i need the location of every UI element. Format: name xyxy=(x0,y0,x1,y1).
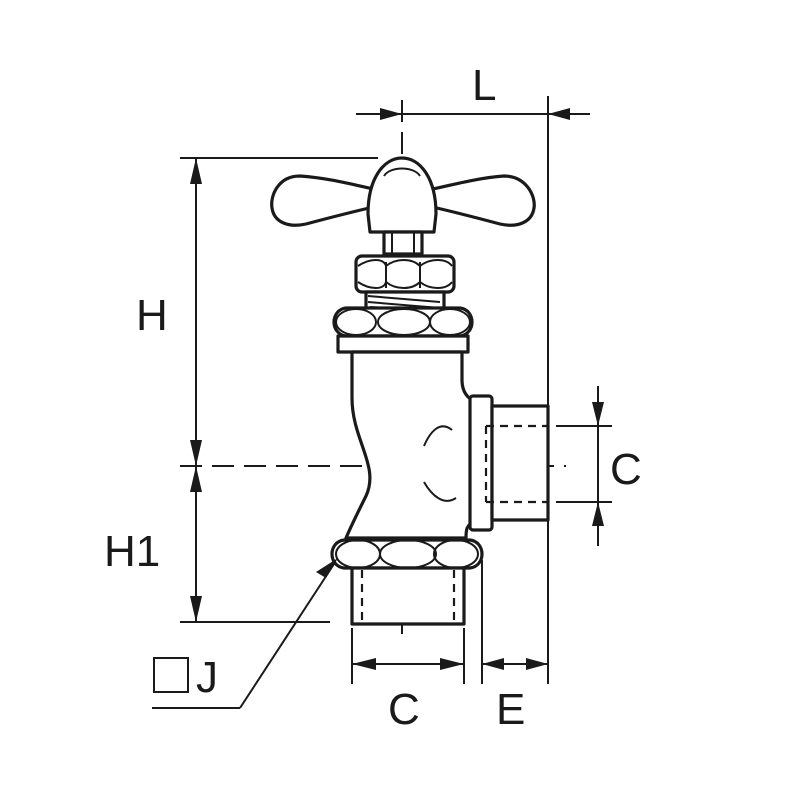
label-E: E xyxy=(496,685,525,734)
dimension-H: H xyxy=(136,157,378,466)
valve-stem xyxy=(382,230,424,256)
bonnet-nut xyxy=(332,306,474,338)
side-outlet xyxy=(468,394,550,532)
leader-J: J xyxy=(152,558,338,709)
collar-plate xyxy=(336,334,470,354)
square-symbol xyxy=(153,657,189,693)
label-J: J xyxy=(196,653,218,702)
bottom-hex-nut xyxy=(330,538,484,570)
dimension-E: E xyxy=(481,560,548,734)
dimension-L: L xyxy=(356,61,590,684)
label-C-bottom: C xyxy=(388,685,420,734)
label-L: L xyxy=(472,61,496,110)
valve-body xyxy=(344,350,478,540)
valve-handle xyxy=(270,156,536,234)
label-H1: H1 xyxy=(104,527,160,576)
dimension-C-bottom: C xyxy=(351,628,465,734)
bottom-connection xyxy=(350,566,466,626)
gland-nut xyxy=(354,254,456,294)
dimension-C-side: C xyxy=(556,386,642,546)
label-C-side: C xyxy=(610,445,642,494)
label-H: H xyxy=(136,291,168,340)
dimension-H1: H1 xyxy=(104,466,330,623)
